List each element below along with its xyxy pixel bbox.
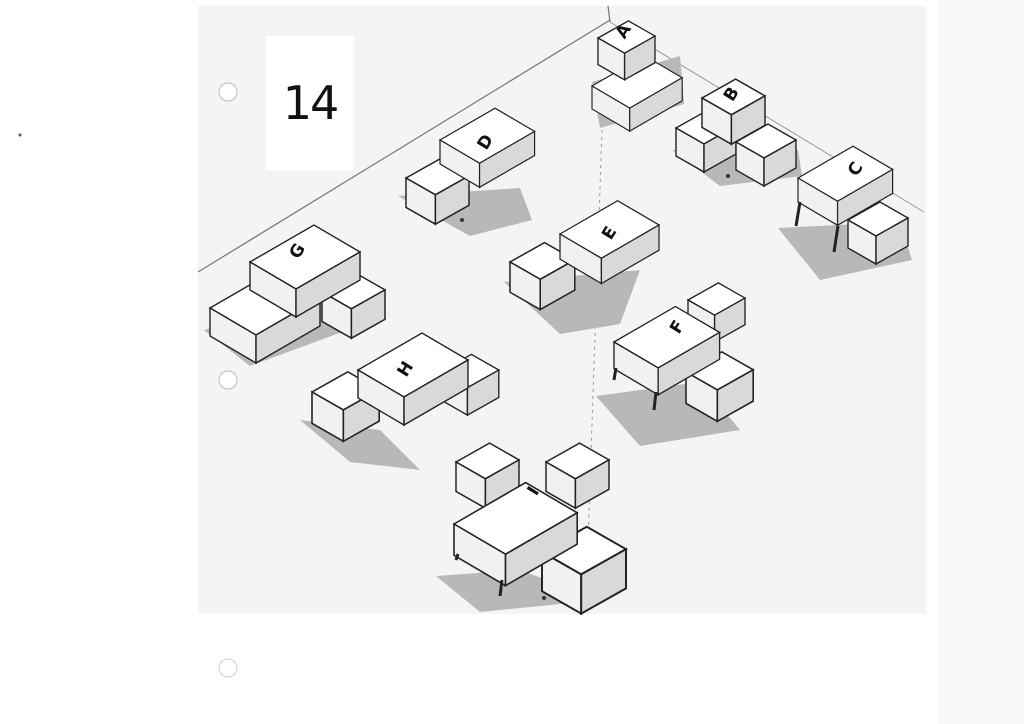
scan-dot: [726, 174, 730, 178]
piece-c: C: [778, 145, 912, 280]
scan-dot: [542, 596, 546, 600]
piece-g: G: [204, 224, 386, 366]
piece-h: H: [300, 332, 500, 470]
right-margin-strip: [938, 0, 1024, 724]
punch-hole: [218, 370, 238, 390]
page-number: 14: [266, 36, 354, 170]
wall-corner-edge: [607, 5, 611, 23]
punch-hole: [218, 82, 238, 102]
punch-hole: [218, 658, 238, 678]
piece-b: B: [672, 78, 802, 187]
piece-a: A: [591, 20, 684, 132]
wall-floor-edge: [197, 19, 611, 273]
piece-e: E: [504, 200, 660, 334]
dashed-guide: [585, 129, 603, 601]
piece-f: F: [596, 282, 754, 446]
scan-dot: [460, 218, 464, 222]
piece-d: D: [398, 107, 536, 236]
scan-dot: [18, 133, 22, 137]
